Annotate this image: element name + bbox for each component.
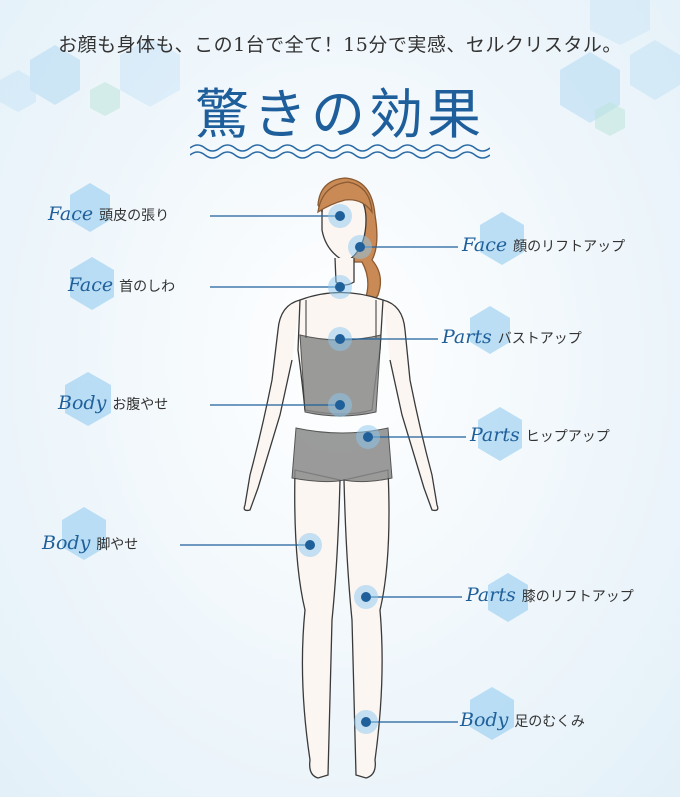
- effect-label: 首のしわ: [119, 279, 176, 295]
- effect-category: Body: [58, 392, 107, 414]
- effect-label: 顔のリフトアップ: [513, 239, 626, 255]
- target-dots: [298, 204, 380, 734]
- effect-category: Face: [48, 203, 94, 225]
- effect-label: お腹やせ: [112, 397, 169, 413]
- effect-legs: Body 脚やせ: [42, 532, 138, 554]
- effect-scalp: Face 頭皮の張り: [48, 203, 169, 225]
- effect-category: Face: [68, 274, 114, 296]
- effect-category: Parts: [466, 584, 516, 606]
- effect-label: ヒップアップ: [525, 429, 610, 445]
- effect-face-lift: Face 顔のリフトアップ: [462, 234, 625, 256]
- effect-category: Body: [460, 709, 509, 731]
- effect-label: バストアップ: [497, 331, 582, 347]
- effect-bust: Parts バストアップ: [442, 326, 582, 348]
- effect-label: 頭皮の張り: [99, 208, 170, 224]
- effect-category: Parts: [442, 326, 492, 348]
- effect-category: Body: [42, 532, 91, 554]
- effect-label: 脚やせ: [96, 537, 139, 553]
- wave-divider: [190, 144, 490, 159]
- effect-feet: Body 足のむくみ: [460, 709, 585, 731]
- effect-neck: Face 首のしわ: [68, 274, 175, 296]
- effect-category: Face: [462, 234, 508, 256]
- effect-knee: Parts 膝のリフトアップ: [466, 584, 634, 606]
- page-title: 驚きの効果: [195, 83, 485, 146]
- effect-label: 足のむくみ: [514, 714, 585, 730]
- subtitle: お顔も身体も、この1台で全て！15分で実感、セルクリスタル。: [58, 34, 622, 56]
- effect-category: Parts: [470, 424, 520, 446]
- effect-hip: Parts ヒップアップ: [470, 424, 610, 446]
- effect-belly: Body お腹やせ: [58, 392, 168, 414]
- effect-label: 膝のリフトアップ: [521, 589, 634, 605]
